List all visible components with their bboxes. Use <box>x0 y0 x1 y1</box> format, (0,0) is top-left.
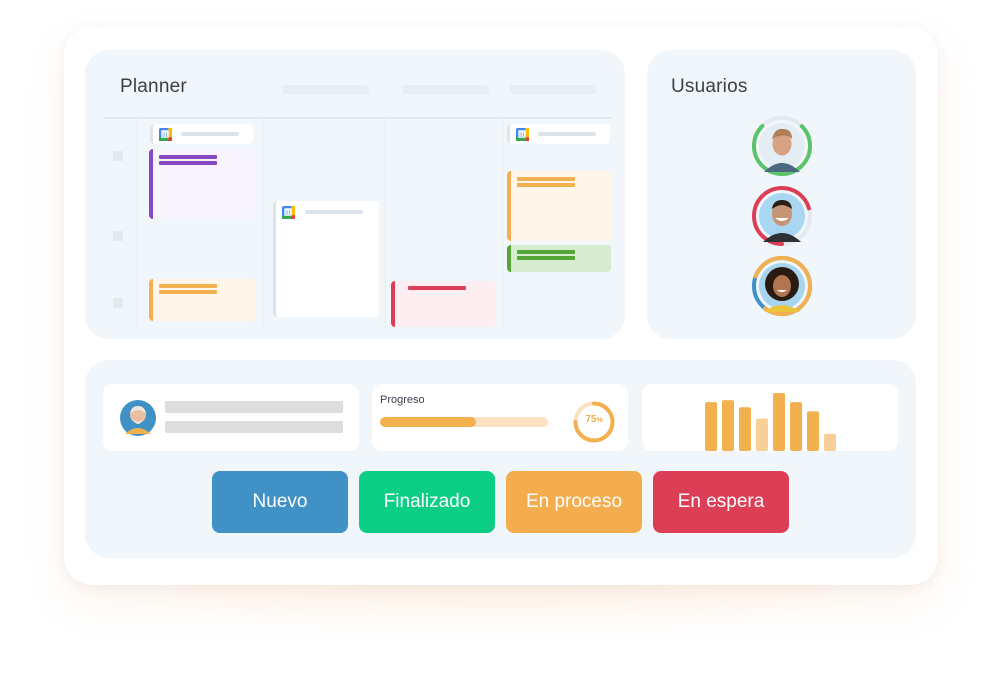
google-calendar-icon: 31 <box>159 128 172 141</box>
chart-bar-4 <box>756 418 768 451</box>
en-proceso-button[interactable]: En proceso <box>506 471 642 533</box>
user-summary-card[interactable] <box>103 384 359 451</box>
column-header-placeholder <box>283 85 369 94</box>
nuevo-button[interactable]: Nuevo <box>212 471 348 533</box>
progress-ring <box>573 401 615 443</box>
hour-marker <box>113 298 123 308</box>
event-title-placeholder <box>159 155 217 159</box>
event-title-placeholder <box>538 132 596 136</box>
hour-marker <box>113 231 123 241</box>
google-calendar-event-chip[interactable]: 31 <box>507 124 610 144</box>
grid-line <box>262 119 263 329</box>
event-title-placeholder <box>408 286 466 290</box>
chart-bar-8 <box>824 433 836 451</box>
progress-bar-fill <box>380 417 476 427</box>
progress-label: Progreso <box>380 394 425 406</box>
planner-event-green[interactable] <box>507 245 611 272</box>
user-avatar <box>120 400 156 436</box>
planner-title: Planner <box>120 76 187 97</box>
progress-card[interactable]: Progreso 75% <box>372 384 628 451</box>
event-title-placeholder <box>159 290 217 294</box>
chart-bar-2 <box>722 400 734 451</box>
user-avatar-1[interactable] <box>750 114 814 178</box>
google-calendar-icon: 31 <box>516 128 529 141</box>
en-espera-button[interactable]: En espera <box>653 471 789 533</box>
user-avatar-2[interactable] <box>750 184 814 248</box>
svg-text:31: 31 <box>519 132 525 138</box>
svg-text:31: 31 <box>162 132 168 138</box>
google-calendar-icon: 31 <box>282 206 295 219</box>
grid-line <box>385 119 386 329</box>
grid-line <box>137 119 138 329</box>
svg-text:31: 31 <box>285 210 291 216</box>
event-title-placeholder <box>517 177 575 181</box>
bar-chart <box>705 393 836 451</box>
google-calendar-event-chip[interactable]: 31 <box>150 124 253 144</box>
bar-chart-card[interactable] <box>642 384 898 451</box>
event-title-placeholder <box>517 250 575 254</box>
hour-marker <box>113 151 123 161</box>
finalizado-button[interactable]: Finalizado <box>359 471 495 533</box>
planner-header-divider <box>103 117 611 119</box>
user-detail-placeholder <box>165 421 343 433</box>
planner-event-orange[interactable] <box>507 171 611 241</box>
column-header-placeholder <box>510 85 596 94</box>
chart-bar-5 <box>773 393 785 451</box>
users-title: Usuarios <box>671 76 748 97</box>
chart-bar-7 <box>807 411 819 451</box>
event-title-placeholder <box>305 210 363 214</box>
user-avatar-3[interactable] <box>750 254 814 318</box>
event-title-placeholder <box>181 132 239 136</box>
chart-bar-3 <box>739 407 751 451</box>
event-title-placeholder <box>517 183 575 187</box>
progress-bar <box>380 417 548 427</box>
chart-bar-1 <box>705 402 717 451</box>
planner-event-red[interactable] <box>391 281 496 327</box>
column-header-placeholder <box>403 85 489 94</box>
event-title-placeholder <box>517 256 575 260</box>
event-title-placeholder <box>159 161 217 165</box>
planner-event-purple[interactable] <box>149 149 255 219</box>
user-name-placeholder <box>165 401 343 413</box>
planner-event-orange[interactable] <box>149 279 255 321</box>
progress-percentage: 75% <box>585 414 603 425</box>
chart-bar-6 <box>790 402 802 451</box>
google-calendar-event-card[interactable]: 31 <box>273 201 379 317</box>
event-title-placeholder <box>159 284 217 288</box>
grid-line <box>502 119 503 329</box>
